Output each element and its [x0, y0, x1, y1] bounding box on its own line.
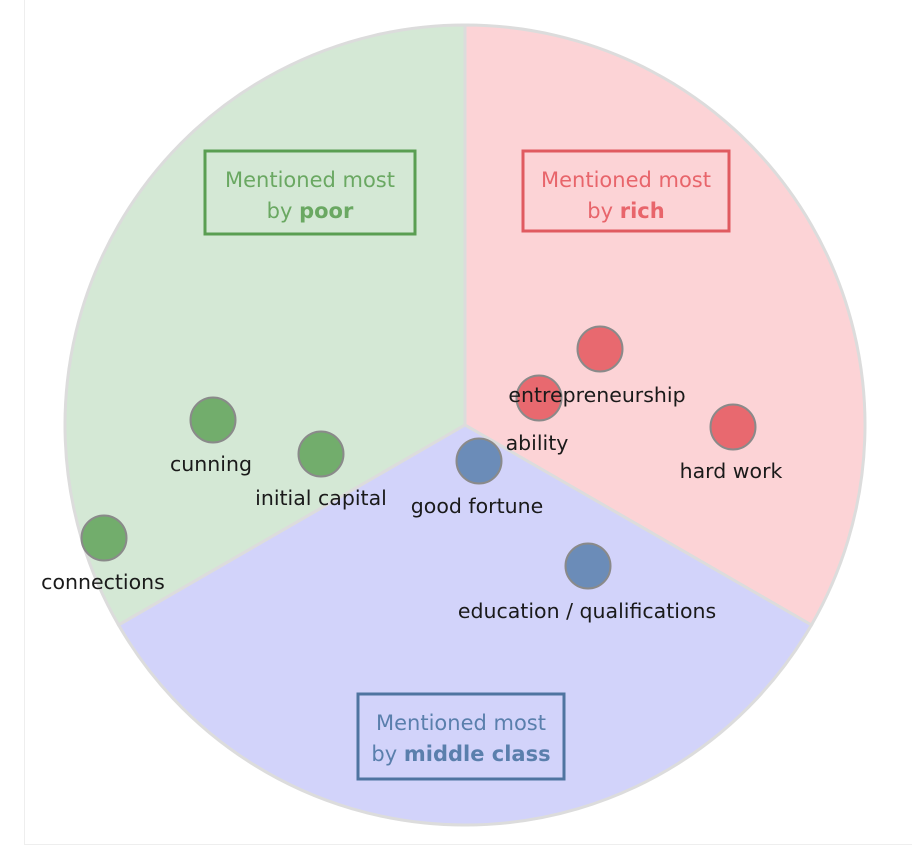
sector-poor	[63, 23, 467, 628]
point-label: entrepreneurship	[508, 383, 685, 407]
legend-box-rich: Mentioned most by rich	[521, 149, 731, 233]
legend-group: middle class	[404, 742, 551, 766]
point-hard-work[interactable]	[709, 403, 757, 451]
legend-group: rich	[620, 199, 665, 223]
legend-by: by	[371, 742, 403, 766]
legend-box-line2: by middle class	[371, 742, 550, 766]
point-label: cunning	[170, 452, 252, 476]
legend-box-line1: Mentioned most	[541, 168, 711, 192]
legend-box-line1: Mentioned most	[376, 711, 546, 735]
sector-rich	[463, 23, 867, 628]
legend-group: poor	[299, 199, 354, 223]
chart-frame	[24, 0, 912, 845]
point-entrepreneurship[interactable]	[576, 325, 624, 373]
legend-box-line2: by poor	[267, 199, 354, 223]
point-label: initial capital	[255, 486, 387, 510]
point-label: good fortune	[411, 494, 543, 518]
point-label: education / qualifications	[458, 599, 716, 623]
legend-box-border	[203, 149, 417, 236]
point-education-qualifications[interactable]	[564, 542, 612, 590]
legend-box-middle: Mentioned most by middle class	[356, 692, 566, 781]
legend-box-border	[356, 692, 566, 781]
point-cunning[interactable]	[189, 396, 237, 444]
legend-box-poor: Mentioned most by poor	[203, 149, 417, 236]
point-label: connections	[41, 570, 165, 594]
point-ability[interactable]	[515, 374, 563, 422]
point-good-fortune[interactable]	[455, 437, 503, 485]
legend-box-line1: Mentioned most	[225, 168, 395, 192]
sector-middle	[116, 423, 814, 827]
legend-box-border	[521, 149, 731, 233]
point-connections[interactable]	[80, 514, 128, 562]
legend-by: by	[587, 199, 619, 223]
legend-box-line2: by rich	[587, 199, 664, 223]
point-initial-capital[interactable]	[297, 430, 345, 478]
point-label: ability	[506, 431, 569, 455]
legend-by: by	[267, 199, 299, 223]
point-label: hard work	[680, 459, 783, 483]
